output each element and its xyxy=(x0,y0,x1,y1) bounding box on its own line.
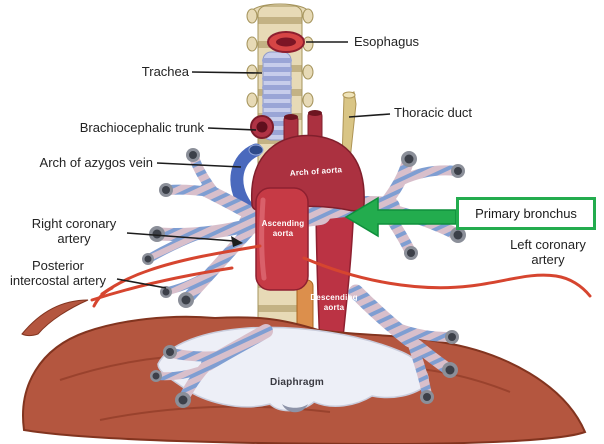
label-esophagus: Esophagus xyxy=(354,34,420,49)
bronchus-cut-ends-upper xyxy=(142,148,466,308)
label-trachea: Trachea xyxy=(141,64,189,79)
label-thoracic-duct: Thoracic duct xyxy=(394,105,473,120)
esophagus-shape xyxy=(267,31,305,53)
thoracic-duct-shape xyxy=(341,91,357,161)
label-left-coronary-artery: Left coronary artery xyxy=(510,237,586,267)
label-descending-aorta: Descending aorta xyxy=(310,293,358,312)
bronchus-cut-ends-lower xyxy=(150,330,459,408)
label-ascending-aorta: Ascending aorta xyxy=(261,219,305,238)
primary-bronchus-highlight-box: Primary bronchus xyxy=(456,197,596,230)
label-arch-of-azygos-vein: Arch of azygos vein xyxy=(39,155,153,170)
label-diaphragm: Diaphragm xyxy=(269,377,325,388)
label-right-coronary-artery: Right coronary artery xyxy=(31,216,117,246)
label-brachiocephalic-trunk: Brachiocephalic trunk xyxy=(79,120,204,135)
azygos-vein-shape xyxy=(230,143,264,213)
right-coronary-pointer xyxy=(231,236,243,247)
coronary-arteries xyxy=(90,244,592,308)
diaphragm-shape xyxy=(21,299,587,444)
label-posterior-intercostal-artery: Posterior intercostal artery xyxy=(9,258,107,288)
label-primary-bronchus: Primary bronchus xyxy=(475,206,577,221)
leader-lines xyxy=(116,41,391,289)
ascending-aorta-shape xyxy=(255,187,309,291)
